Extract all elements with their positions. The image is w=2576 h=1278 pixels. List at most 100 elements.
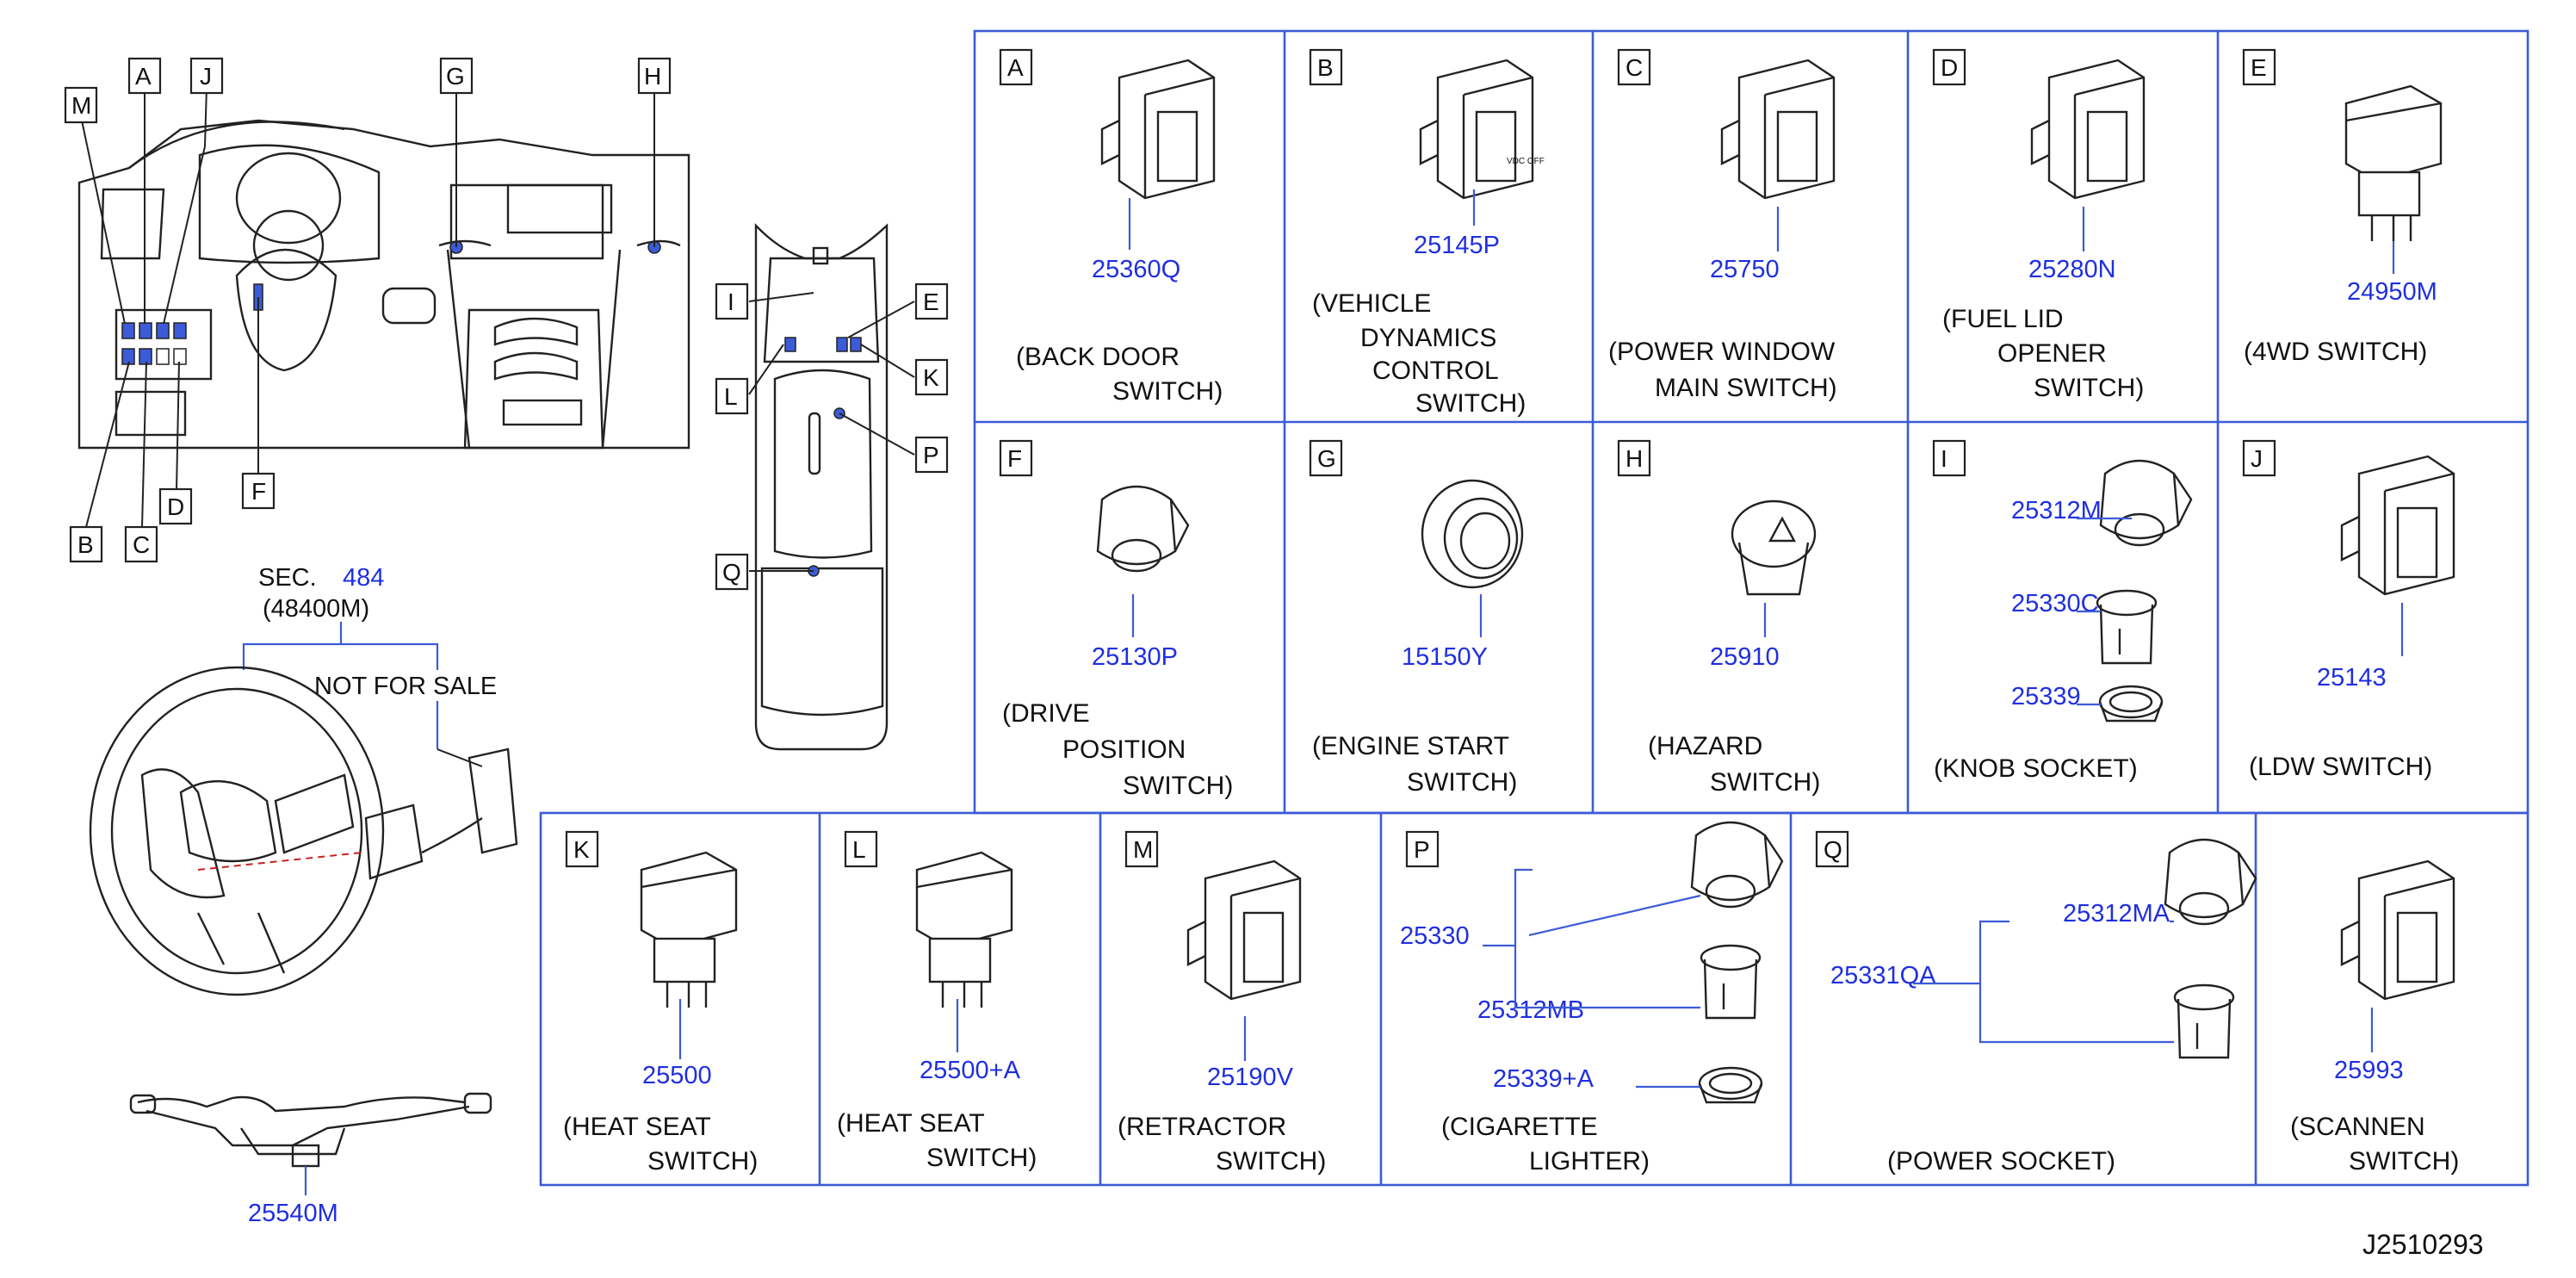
cell-letter: A [1007,54,1024,81]
part-number[interactable]: 25500 [642,1062,712,1089]
cell-letter: Q [1824,836,1842,863]
callout-j: J [200,63,212,90]
dashboard-drawing [77,119,690,450]
cell-letter: M [1133,836,1153,863]
callout-b: B [77,531,94,558]
part-bracket-p [1483,868,1701,1009]
part-number[interactable]: 25339 [2011,683,2081,710]
combination-switch-part[interactable]: 25540M [248,1200,338,1227]
dashboard-callouts: M A J G H B C D F [64,57,672,563]
part-caption: (RETRACTOR [1118,1113,1286,1141]
part-number[interactable]: 25280N [2028,256,2116,283]
part-caption: (HEAT SEAT [837,1109,985,1138]
callout-c: C [133,531,150,558]
part-number[interactable]: 25130P [1092,643,1178,671]
part-number[interactable]: 25360Q [1092,256,1180,283]
part-number[interactable]: 25500+A [920,1057,1021,1084]
part-number[interactable]: 25993 [2334,1057,2404,1084]
callout-q: Q [722,559,741,586]
part-caption: SWITCH) [926,1144,1037,1172]
part-number[interactable]: 25312MB [1477,996,1584,1024]
console-callouts: I L E K P Q [715,282,949,591]
cell-scannen: 25993 (SCANNEN SWITCH) [2290,859,2459,1176]
cell-letter: H [1625,445,1643,472]
part-number[interactable]: 25750 [1710,256,1780,283]
part-number[interactable]: 25143 [2317,664,2387,692]
part-caption: SWITCH) [1415,389,1526,418]
part-caption: SWITCH) [1216,1147,1326,1176]
part-number[interactable]: 24950M [2347,278,2437,306]
callout-g: G [446,63,465,90]
part-number[interactable]: 25331QA [1830,962,1936,990]
cell-letter: G [1317,445,1336,472]
cell-letter: F [1007,445,1022,472]
cell-j: J 25143 (LDW SWITCH) [2242,439,2455,781]
cell-h: H 25910 (HAZARD SWITCH) [1617,439,1820,797]
part-caption: SWITCH) [1710,768,1820,797]
callout-m: M [71,92,91,119]
part-caption: SWITCH) [1407,768,1517,797]
part-caption: CONTROL [1372,357,1499,385]
part-caption: SWITCH) [1112,377,1223,406]
cell-f: F 25130P(DRIVE POSITION SWITCH) [999,439,1233,800]
part-caption: (LDW SWITCH) [2249,753,2432,781]
callout-e: E [923,288,939,315]
part-caption: POSITION [1062,735,1186,764]
part-caption: SWITCH) [2349,1147,2459,1176]
part-number[interactable]: 25330 [1400,922,1470,950]
part-number[interactable]: 25312MA [2063,900,2170,927]
drawing-id: J2510293 [2362,1229,2484,1260]
callout-h: H [644,63,661,90]
part-caption: (VEHICLE [1312,289,1431,318]
part-number[interactable]: 25145P [1414,232,1500,259]
cell-g: G 15150Y (ENGINE START SWITCH) [1309,439,1524,797]
part-number[interactable]: 15150Y [1402,643,1488,671]
part-number[interactable]: 25190V [1207,1064,1294,1091]
part-number[interactable]: 25910 [1710,643,1780,671]
cell-letter: C [1625,54,1643,81]
sec-sub-number: (48400M) [263,595,369,623]
part-caption: (POWER WINDOW [1608,338,1836,366]
cell-letter: D [1941,54,1958,81]
console-drawing [754,223,889,751]
part-caption: (FUEL LID [1942,305,2064,333]
part-caption: OPENER [1997,339,2107,368]
cell-letter: I [1941,445,1947,472]
part-number[interactable]: 25312M [2011,497,2102,524]
part-caption: SWITCH) [647,1147,758,1176]
callout-f: F [251,478,266,505]
cell-letter: E [2251,54,2267,81]
not-for-sale: NOT FOR SALE [314,673,497,700]
cell-m: M 25190V (RETRACTOR SWITCH) [1118,830,1326,1176]
cell-letter: K [573,836,590,863]
sec-label: SEC. [258,564,317,592]
cell-letter: J [2251,445,2263,472]
part-caption: SWITCH) [1123,772,1233,800]
part-caption: (SCANNEN [2290,1113,2425,1141]
part-caption: (HEAT SEAT [563,1113,711,1141]
steering-wheel-drawing: SEC. 484 (48400M) NOT FOR SALE [89,564,518,996]
part-caption: (HAZARD [1648,732,1762,760]
parts-grid [539,29,2530,1187]
cell-letter: B [1317,54,1334,81]
part-caption: (4WD SWITCH) [2244,338,2427,366]
vdc-off-label: VDC OFF [1507,157,1545,166]
callout-p: P [923,442,939,468]
cell-letter: P [1414,836,1430,863]
callout-i: I [728,288,734,315]
part-number[interactable]: 25339+A [1493,1065,1595,1093]
part-caption: (CIGARETTE [1441,1113,1598,1141]
callout-d: D [167,493,184,520]
part-caption: (DRIVE [1002,699,1090,728]
part-number[interactable]: 25330C [2011,590,2099,617]
part-caption: (ENGINE START [1312,732,1509,760]
combination-switch-drawing: 25540M [129,1092,492,1227]
